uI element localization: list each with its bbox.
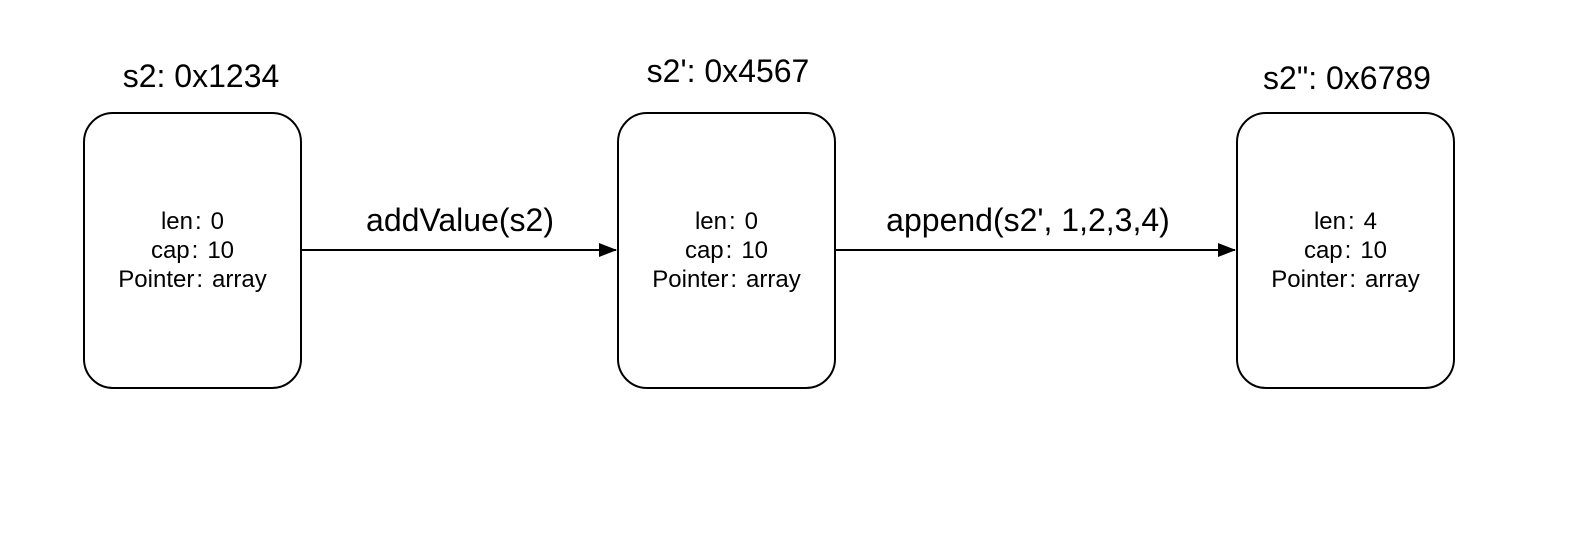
field-label: cap [150,237,190,264]
field-separator: : [1349,266,1357,293]
node-fields: len:0 cap:10 Pointer:array [118,207,266,294]
field-separator: : [196,266,204,293]
node-fields: len:0 cap:10 Pointer:array [652,207,800,294]
field-value: 0 [744,208,759,235]
field-row-len: len:0 [161,207,224,236]
field-label: len [694,208,727,235]
field-value: array [212,266,267,293]
field-label: Pointer [1271,266,1348,293]
node-fields: len:4 cap:10 Pointer:array [1271,207,1419,294]
field-row-len: len:4 [1314,207,1377,236]
field-row-pointer: Pointer: array [1271,265,1419,294]
field-label: len [1313,208,1346,235]
field-value: 10 [207,237,235,264]
node-title-s2: s2: 0x1234 [122,57,280,94]
field-row-pointer: Pointer: array [652,265,800,294]
field-value: 10 [741,237,769,264]
field-separator: : [1344,237,1352,264]
node-box-s2-prime: len:0 cap:10 Pointer:array [617,112,836,389]
field-separator: : [730,266,738,293]
edge-label-addvalue: addValue(s2) [366,201,554,238]
field-row-cap: cap:10 [1304,236,1387,265]
node-box-s2: len:0 cap:10 Pointer:array [83,112,302,389]
field-value: array [746,266,801,293]
field-label: len [160,208,193,235]
field-row-cap: cap:10 [685,236,768,265]
node-title-s2-prime: s2': 0x4567 [646,52,810,89]
field-value: 4 [1363,208,1378,235]
field-row-cap: cap:10 [151,236,234,265]
field-label: Pointer [118,266,195,293]
node-title-s2-double-prime: s2": 0x6789 [1263,59,1431,96]
node-box-s2-double-prime: len:4 cap:10 Pointer:array [1236,112,1455,389]
field-separator: : [725,237,733,264]
field-separator: : [195,208,202,235]
field-label: cap [684,237,724,264]
field-label: cap [1303,237,1343,264]
edge-label-append: append(s2', 1,2,3,4) [886,201,1170,238]
field-separator: : [729,208,736,235]
field-label: Pointer [652,266,729,293]
field-row-len: len:0 [695,207,758,236]
field-value: 0 [210,208,225,235]
field-value: 10 [1360,237,1388,264]
field-separator: : [191,237,199,264]
field-row-pointer: Pointer: array [118,265,266,294]
field-value: array [1365,266,1420,293]
field-separator: : [1348,208,1355,235]
